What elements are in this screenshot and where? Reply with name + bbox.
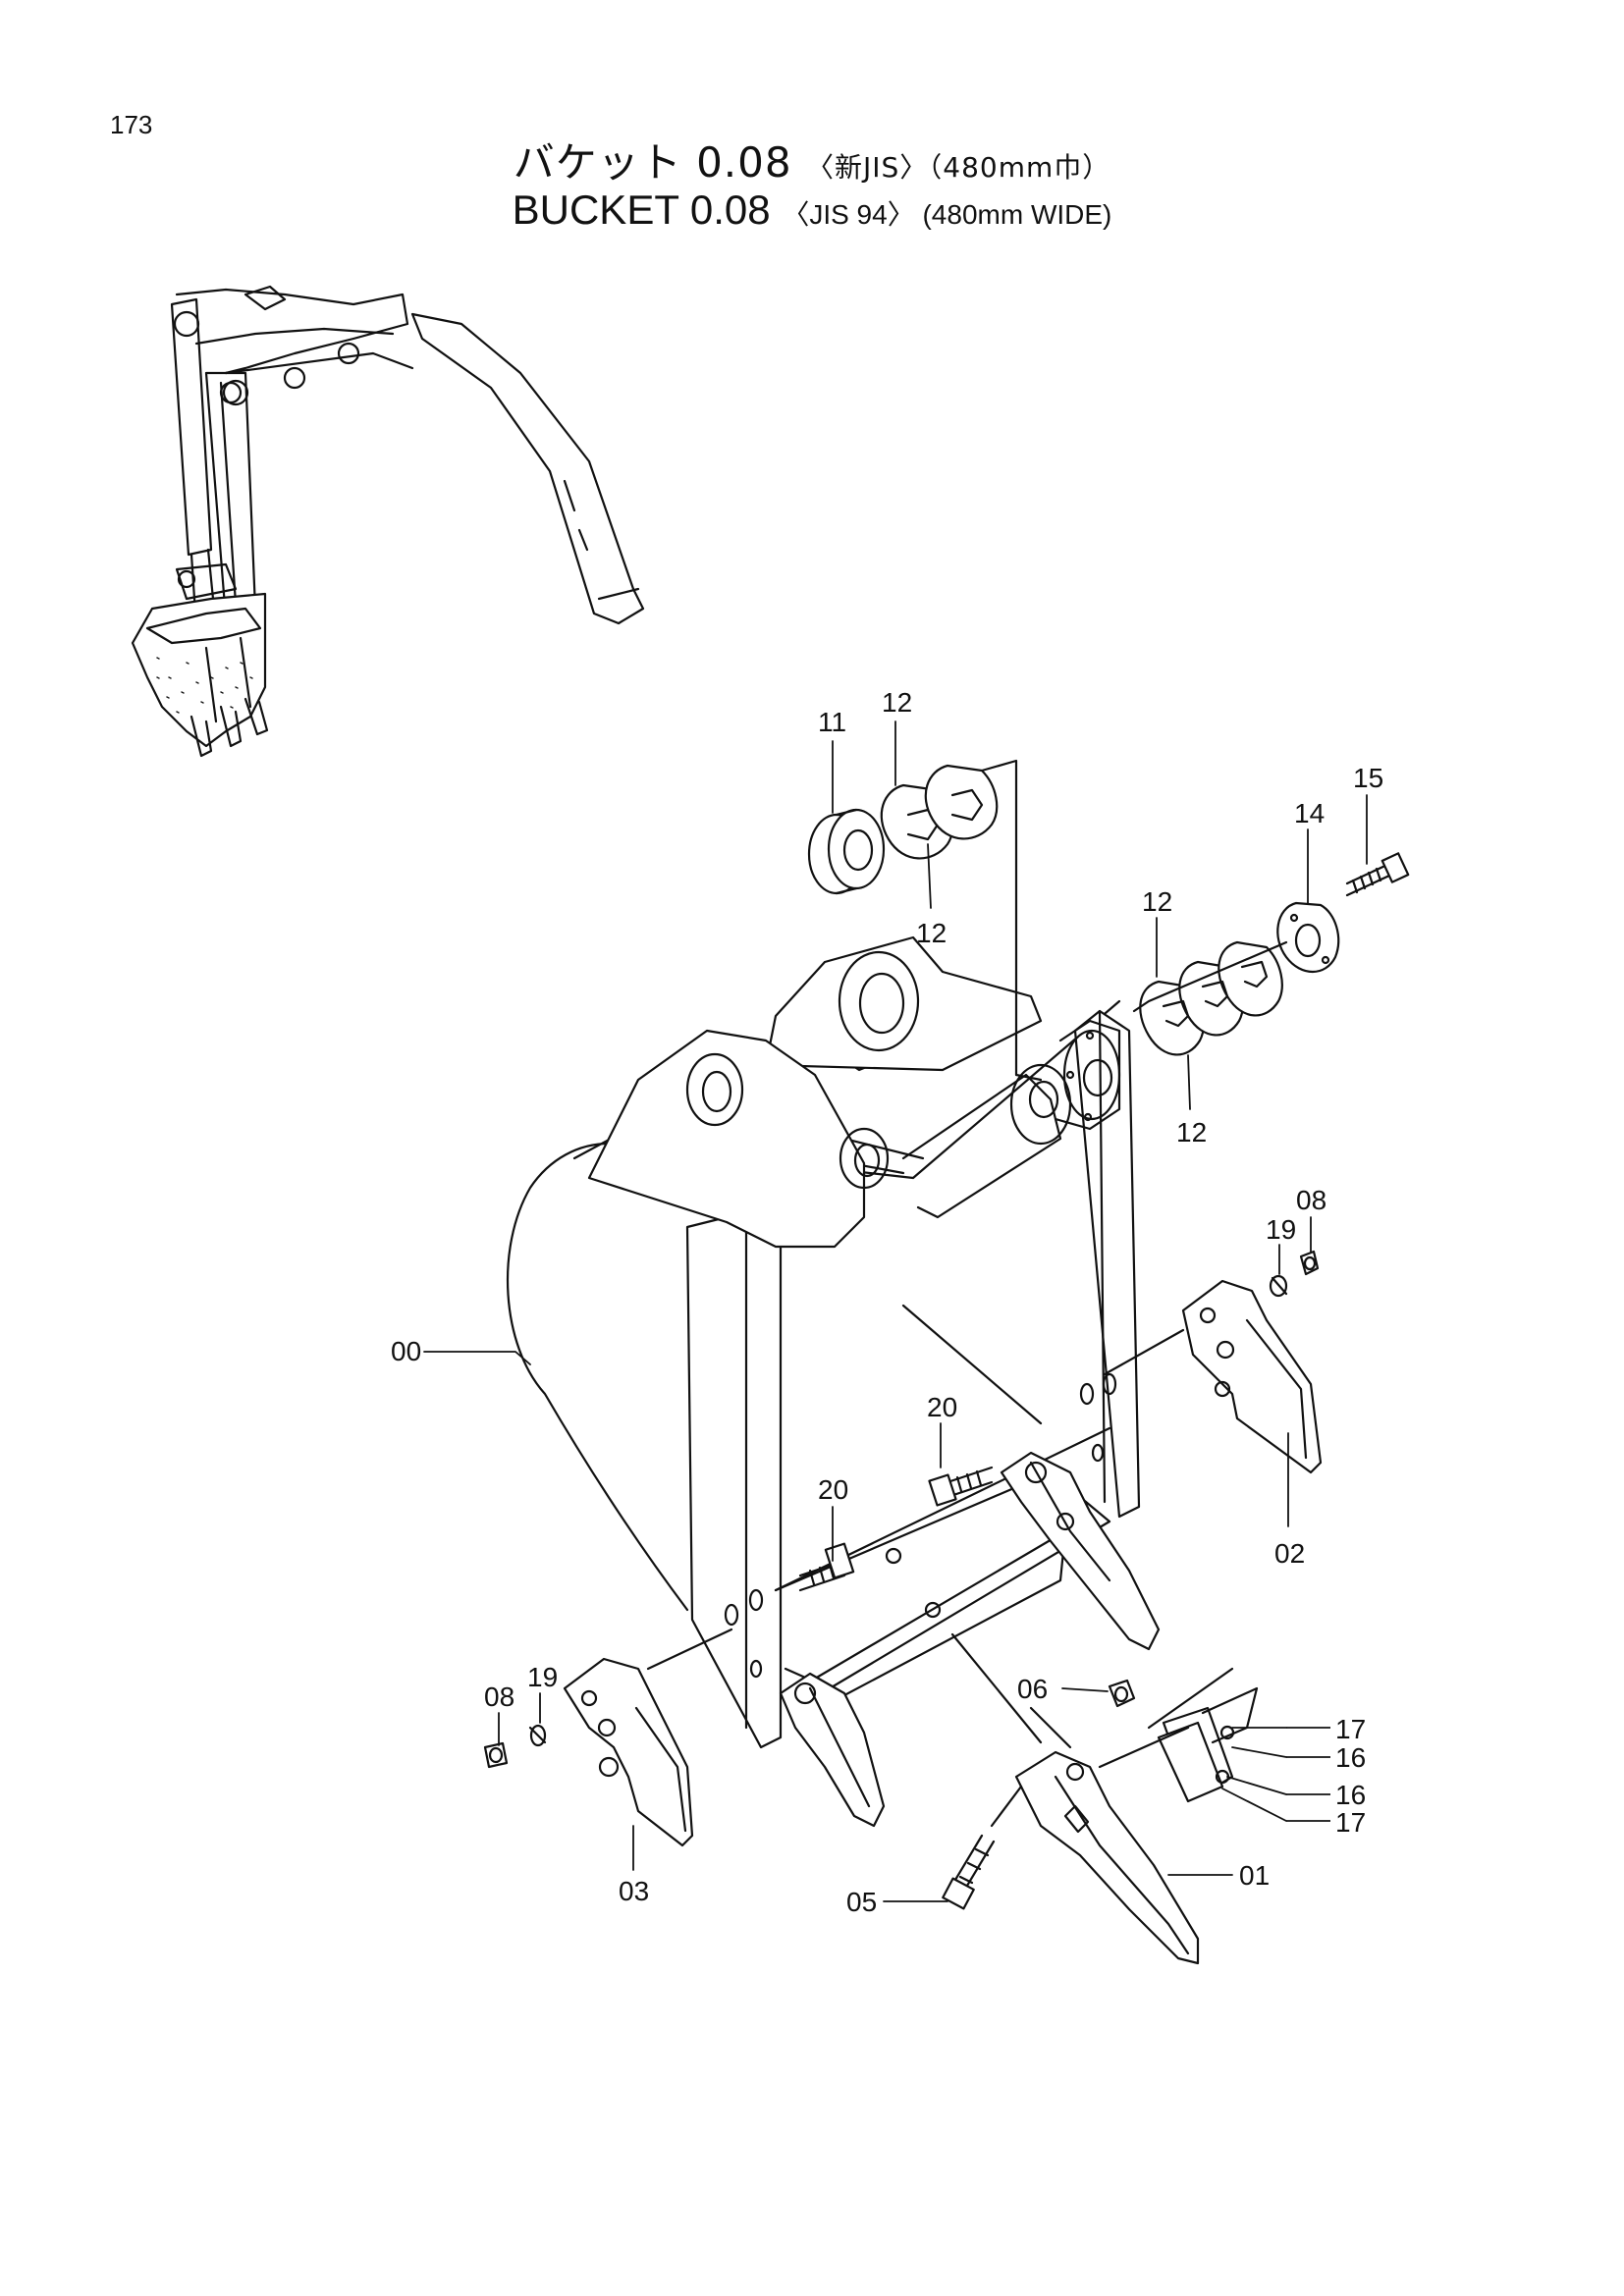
callout-12-top: 12 bbox=[882, 687, 912, 718]
callout-14: 14 bbox=[1294, 798, 1325, 828]
callout-16-bottom: 16 bbox=[1335, 1780, 1366, 1810]
callout-12-right-bottom: 12 bbox=[1176, 1117, 1207, 1148]
part-19-08-left bbox=[483, 1724, 547, 1769]
callout-19-right: 19 bbox=[1266, 1214, 1296, 1245]
callout-12-right-top: 12 bbox=[1142, 886, 1172, 917]
bucket-teeth bbox=[779, 1451, 1161, 1828]
part-15-bolt bbox=[1345, 852, 1410, 897]
callout-labels: 11 12 12 12 12 14 15 19 08 00 20 20 02 0… bbox=[391, 687, 1383, 1917]
callout-06: 06 bbox=[1017, 1674, 1048, 1704]
bucket-bosses bbox=[587, 935, 1121, 1249]
callout-02: 02 bbox=[1274, 1538, 1305, 1569]
title-en-main: BUCKET 0.08 bbox=[512, 187, 771, 233]
callout-01: 01 bbox=[1239, 1860, 1270, 1891]
part-02-side-cutter-right bbox=[1181, 1279, 1323, 1474]
title-jp-sub: 〈新JIS〉（480mm巾） bbox=[805, 151, 1111, 184]
callout-11: 11 bbox=[818, 707, 846, 737]
excavator-arm-illustration bbox=[131, 285, 645, 758]
part-14-plate bbox=[1276, 901, 1340, 973]
callout-17-bottom: 17 bbox=[1335, 1807, 1366, 1838]
callout-00: 00 bbox=[391, 1336, 421, 1366]
part-12-shims-right bbox=[1139, 940, 1283, 1056]
part-03-side-cutter-left bbox=[563, 1657, 694, 1847]
title-english: BUCKET 0.08 〈JIS 94〉 (480mm WIDE) bbox=[0, 187, 1624, 234]
part-12-shims-upper bbox=[880, 764, 999, 860]
callout-08-left: 08 bbox=[484, 1682, 514, 1712]
callout-17-top: 17 bbox=[1335, 1714, 1366, 1744]
callout-20-left: 20 bbox=[818, 1474, 848, 1505]
title-japanese: バケット 0.08 〈新JIS〉（480mm巾） bbox=[0, 130, 1624, 189]
callout-03: 03 bbox=[619, 1876, 649, 1906]
part-11-bushing bbox=[807, 808, 886, 895]
callout-12-upper-lower: 12 bbox=[916, 918, 947, 948]
part-16-17-retainers bbox=[1098, 1667, 1259, 1803]
callout-leaders bbox=[423, 721, 1368, 1902]
part-01-tooth bbox=[1014, 1750, 1200, 1965]
part-06-nut bbox=[1108, 1679, 1136, 1708]
callout-19-left: 19 bbox=[527, 1662, 558, 1692]
callout-05: 05 bbox=[846, 1887, 877, 1917]
title-jp-main: バケット 0.08 bbox=[513, 138, 792, 187]
part-05-bolt bbox=[942, 1834, 996, 1910]
callout-15: 15 bbox=[1353, 763, 1383, 793]
callout-16-top: 16 bbox=[1335, 1742, 1366, 1773]
title-en-sub: 〈JIS 94〉 (480mm WIDE) bbox=[782, 199, 1112, 230]
callout-20-right: 20 bbox=[927, 1392, 957, 1422]
part-19-08-right bbox=[1269, 1250, 1320, 1298]
callout-08-right: 08 bbox=[1296, 1185, 1326, 1215]
page-number: 173 bbox=[110, 110, 153, 139]
